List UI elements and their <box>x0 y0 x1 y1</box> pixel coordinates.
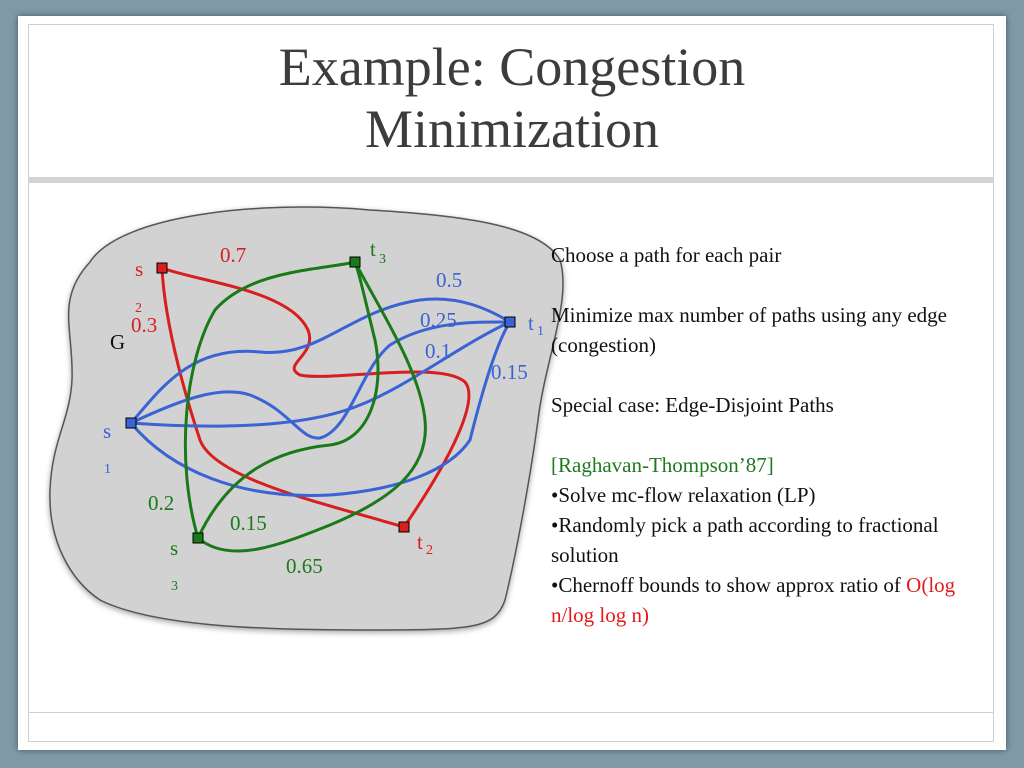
node-t2 <box>398 521 410 533</box>
flow-label-green-bottom: 0.65 <box>286 554 323 578</box>
flow-label-blue-top: 0.5 <box>436 268 462 292</box>
title-line-1: Example: Congestion <box>278 37 746 97</box>
graph-label: G <box>110 330 125 354</box>
blue-path-4 <box>129 321 512 498</box>
node-label-t3-sub: 3 <box>379 252 386 267</box>
bullet-solve: •Solve mc-flow relaxation (LP) <box>551 483 816 507</box>
bullet-chernoff: •Chernoff bounds to show approx ratio of… <box>551 570 961 630</box>
node-label-t1: t <box>528 311 534 335</box>
green-path-2 <box>196 261 380 539</box>
flow-label-red-top: 0.7 <box>220 243 246 267</box>
text-special-case: Special case: Edge-Disjoint Paths <box>551 393 834 417</box>
flow-label-green-mid: 0.15 <box>230 511 267 535</box>
node-label-t3: t <box>370 237 376 261</box>
node-label-t2: t <box>417 530 423 554</box>
node-s3 <box>192 532 204 544</box>
node-label-s3-sub: 3 <box>171 579 178 594</box>
bullet-randomly: •Randomly pick a path according to fract… <box>551 513 939 567</box>
text-panel: Choose a path for each pair Minimize max… <box>551 240 961 630</box>
flow-label-green-left: 0.2 <box>148 491 174 515</box>
node-label-s3: s <box>170 536 178 560</box>
node-s2 <box>156 262 168 274</box>
footer-divider <box>28 712 994 713</box>
citation: [Raghavan-Thompson’87] <box>551 453 774 477</box>
node-label-s1: s <box>103 419 111 443</box>
title-divider <box>28 177 994 183</box>
node-s1 <box>125 417 137 429</box>
blue-path-1 <box>129 297 511 424</box>
node-t3 <box>349 256 361 268</box>
slide-frame <box>28 24 994 742</box>
node-label-t1-sub: 1 <box>537 324 544 339</box>
slide-title: Example: Congestion Minimization <box>18 36 1006 160</box>
text-choose-path: Choose a path for each pair <box>551 243 782 267</box>
node-label-t2-sub: 2 <box>426 543 433 558</box>
blue-path-3 <box>130 320 511 428</box>
node-label-s2-sub: 2 <box>135 301 142 316</box>
node-label-s2: s <box>135 257 143 281</box>
red-path-s2-t1 <box>161 266 471 528</box>
flow-label-blue-right: 0.15 <box>491 360 528 384</box>
text-minimize: Minimize max number of paths using any e… <box>551 303 947 357</box>
green-path-1 <box>183 260 356 539</box>
node-label-s1-sub: 1 <box>104 462 111 477</box>
red-path-s2-t2 <box>160 267 405 529</box>
flow-label-red-left: 0.3 <box>131 313 157 337</box>
green-path-3 <box>197 261 427 553</box>
approx-ratio: O(log n/log log n) <box>551 573 956 627</box>
bullet-chernoff-text: •Chernoff bounds to show approx ratio of <box>551 573 907 597</box>
flow-label-blue-mid2: 0.1 <box>425 339 451 363</box>
flow-label-blue-mid1: 0.25 <box>420 308 457 332</box>
node-t1 <box>504 316 516 328</box>
title-line-2: Minimization <box>365 99 659 159</box>
blue-path-2 <box>130 320 511 440</box>
